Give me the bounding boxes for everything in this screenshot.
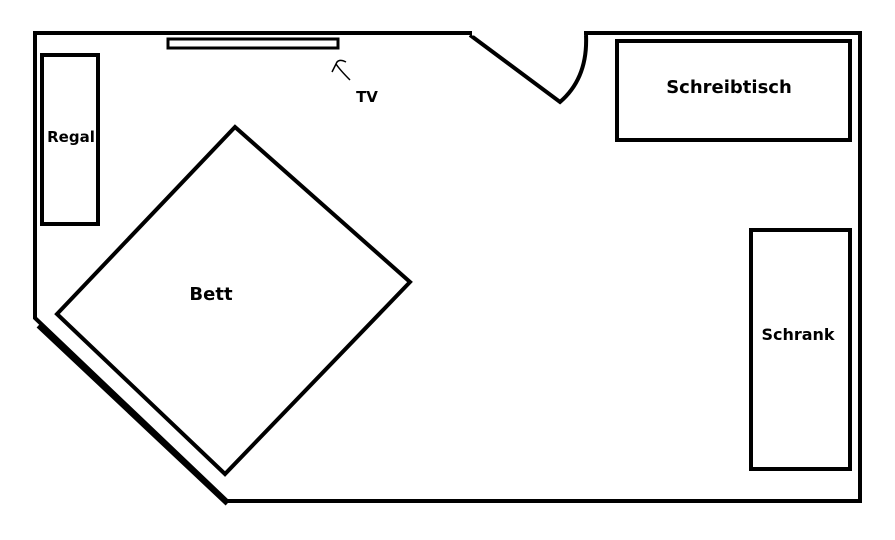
tv-label: TV: [356, 88, 378, 106]
door-swing: [468, 33, 589, 105]
diagonal-wall-inner-line: [36, 324, 229, 506]
wardrobe: [749, 228, 852, 471]
bed: [54, 124, 413, 477]
desk-label: Schreibtisch: [666, 77, 792, 98]
tv-arrow-icon: [331, 59, 351, 81]
shelf-label: Regal: [47, 128, 95, 146]
tv: [166, 37, 340, 50]
wardrobe-label: Schrank: [761, 325, 834, 344]
desk: [615, 39, 852, 142]
room-outline: [33, 31, 862, 503]
shelf: [40, 53, 100, 226]
bed-label: Bett: [189, 284, 233, 305]
